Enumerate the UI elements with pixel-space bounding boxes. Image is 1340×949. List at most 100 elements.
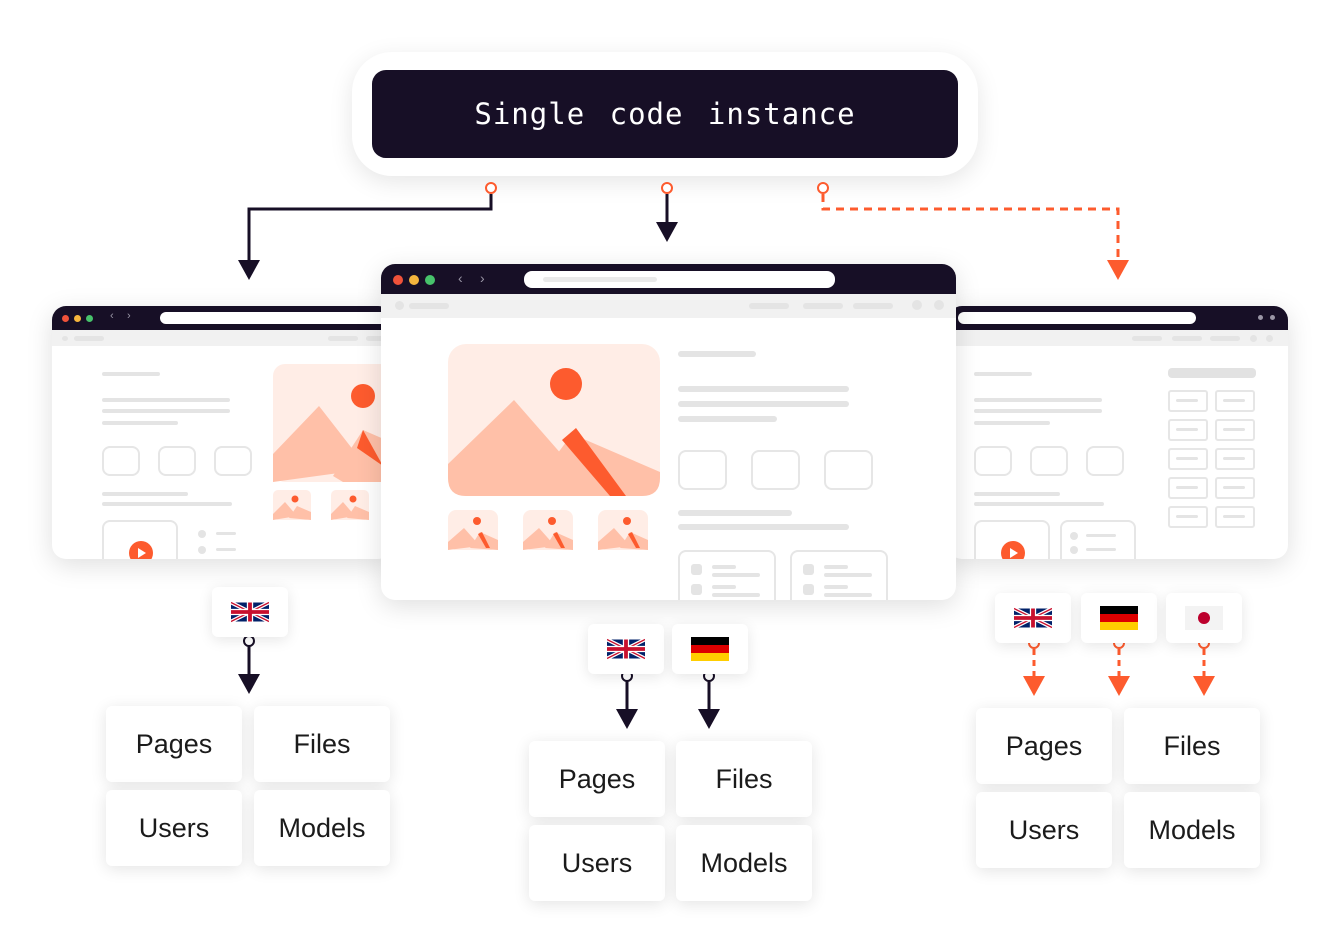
menu-dot (1258, 315, 1263, 320)
text-placeholder (102, 398, 230, 402)
tile-pages[interactable]: Pages (106, 706, 242, 782)
image-thumbnail (331, 490, 369, 520)
user-chip (678, 450, 727, 490)
connector-left (247, 194, 493, 262)
browser-window-center: ‹ › (381, 264, 956, 600)
tile-files[interactable]: Files (254, 706, 390, 782)
tile-users[interactable]: Users (106, 790, 242, 866)
table-cell-line (1223, 399, 1245, 402)
flag-card-de (1081, 593, 1157, 643)
user-chip (1086, 446, 1124, 476)
text-placeholder (974, 492, 1060, 496)
text-placeholder (102, 492, 188, 496)
list-bullet (691, 564, 702, 575)
window-minimize-dot (409, 275, 419, 285)
browser-toolbar (948, 330, 1288, 346)
text-placeholder (824, 565, 848, 569)
tile-models[interactable]: Models (254, 790, 390, 866)
table-cell-line (1176, 399, 1198, 402)
flag-uk-icon (231, 600, 269, 624)
text-placeholder (216, 532, 236, 535)
flag-card-jp (1166, 593, 1242, 643)
flag-card-uk (588, 624, 664, 674)
toolbar-pill (1172, 336, 1202, 341)
tile-files[interactable]: Files (1124, 708, 1260, 784)
text-placeholder (824, 593, 872, 597)
toolbar-pill (74, 336, 104, 341)
tile-pages[interactable]: Pages (976, 708, 1112, 784)
text-placeholder (712, 573, 760, 577)
toolbar-pill (912, 300, 922, 310)
image-thumbnail (523, 510, 573, 550)
tile-models[interactable]: Models (676, 825, 812, 901)
image-placeholder-icon (448, 344, 660, 496)
text-placeholder (678, 524, 849, 530)
table-cell-line (1223, 428, 1245, 431)
tile-files[interactable]: Files (676, 741, 812, 817)
text-placeholder (824, 573, 872, 577)
toolbar-pill (803, 303, 843, 309)
text-placeholder (712, 585, 736, 589)
browser-window-right (948, 306, 1288, 559)
table-cell-line (1176, 428, 1198, 431)
text-placeholder (678, 510, 792, 516)
text-placeholder (678, 401, 849, 407)
menu-dot (1270, 315, 1275, 320)
tile-models[interactable]: Models (1124, 792, 1260, 868)
list-bullet (691, 584, 702, 595)
flag-card-uk (995, 593, 1071, 643)
toolbar-pill (1210, 336, 1240, 341)
window-close-dot (393, 275, 403, 285)
list-bullet (198, 546, 206, 554)
flag-de-icon (691, 637, 729, 661)
heading-placeholder (102, 372, 160, 376)
image-thumbnail (598, 510, 648, 550)
connector-port (485, 182, 497, 194)
list-bullet (198, 530, 206, 538)
window-maximize-dot (86, 315, 93, 322)
table-cell-line (1176, 515, 1198, 518)
toolbar-pill (395, 301, 404, 310)
address-bar (524, 271, 835, 288)
toolbar-pill (62, 336, 68, 341)
window-maximize-dot (425, 275, 435, 285)
user-chip (1030, 446, 1068, 476)
connector-port (817, 182, 829, 194)
heading-placeholder (974, 372, 1032, 376)
table-cell-line (1176, 457, 1198, 460)
text-placeholder (824, 585, 848, 589)
user-chip (974, 446, 1012, 476)
tile-users[interactable]: Users (529, 825, 665, 901)
flag-uk-icon (1014, 606, 1052, 630)
code-instance-card: Single code instance (352, 52, 978, 176)
flag-jp-icon (1185, 606, 1223, 630)
tile-pages[interactable]: Pages (529, 741, 665, 817)
toolbar-pill (1250, 335, 1257, 342)
arrow-down-icon (238, 260, 260, 280)
user-chip (751, 450, 800, 490)
code-instance-title: Single code instance (474, 97, 856, 131)
toolbar-pill (1266, 335, 1273, 342)
table-cell-line (1223, 486, 1245, 489)
address-bar (958, 312, 1196, 324)
table-cell-line (1176, 486, 1198, 489)
text-placeholder (712, 565, 736, 569)
image-placeholder-icon (273, 364, 392, 482)
forward-arrow-icon: › (127, 310, 131, 322)
url-text-placeholder (543, 277, 657, 282)
arrow-down-icon (656, 222, 678, 242)
table-cell-line (1223, 457, 1245, 460)
user-chip (158, 446, 196, 476)
tile-users[interactable]: Users (976, 792, 1112, 868)
text-placeholder (102, 409, 230, 413)
image-thumbnail (273, 490, 311, 520)
flag-card-uk (212, 587, 288, 637)
text-placeholder (974, 398, 1102, 402)
text-placeholder (712, 593, 760, 597)
user-chip (102, 446, 140, 476)
text-placeholder (678, 416, 777, 422)
text-placeholder (974, 409, 1102, 413)
play-icon (129, 541, 153, 559)
image-thumbnail (448, 510, 498, 550)
text-placeholder (1086, 548, 1116, 551)
